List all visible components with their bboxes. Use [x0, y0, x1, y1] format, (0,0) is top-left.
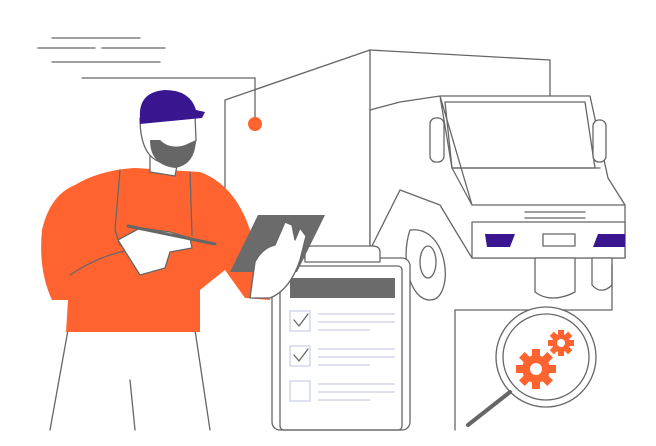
checklist-item-3 — [289, 380, 395, 402]
checklist-item-2 — [289, 345, 395, 367]
right-mirror — [592, 119, 607, 163]
location-pin-dot — [248, 117, 262, 131]
clipboard-clip — [304, 245, 381, 263]
right-headlight — [593, 234, 625, 247]
truck-cab — [369, 95, 626, 301]
left-headlight — [485, 234, 515, 247]
stylus-pen — [126, 224, 217, 246]
gear-icon-large — [516, 349, 556, 389]
front-wheel-left — [534, 257, 576, 299]
left-mirror — [429, 117, 445, 163]
left-hand — [249, 221, 307, 299]
purple-cap — [139, 90, 205, 124]
speed-lines — [37, 37, 256, 79]
checklist-item-1 — [289, 310, 395, 332]
gear-icon-small — [548, 330, 574, 356]
magnifier-handle — [466, 390, 512, 427]
diagnostics-panel — [454, 264, 613, 431]
technician-figure — [41, 90, 325, 431]
checklist-header-bar — [290, 278, 395, 298]
license-plate — [542, 233, 576, 247]
checklist-clipboard — [271, 245, 411, 431]
beard — [150, 140, 196, 168]
front-wheel-right — [591, 257, 613, 291]
